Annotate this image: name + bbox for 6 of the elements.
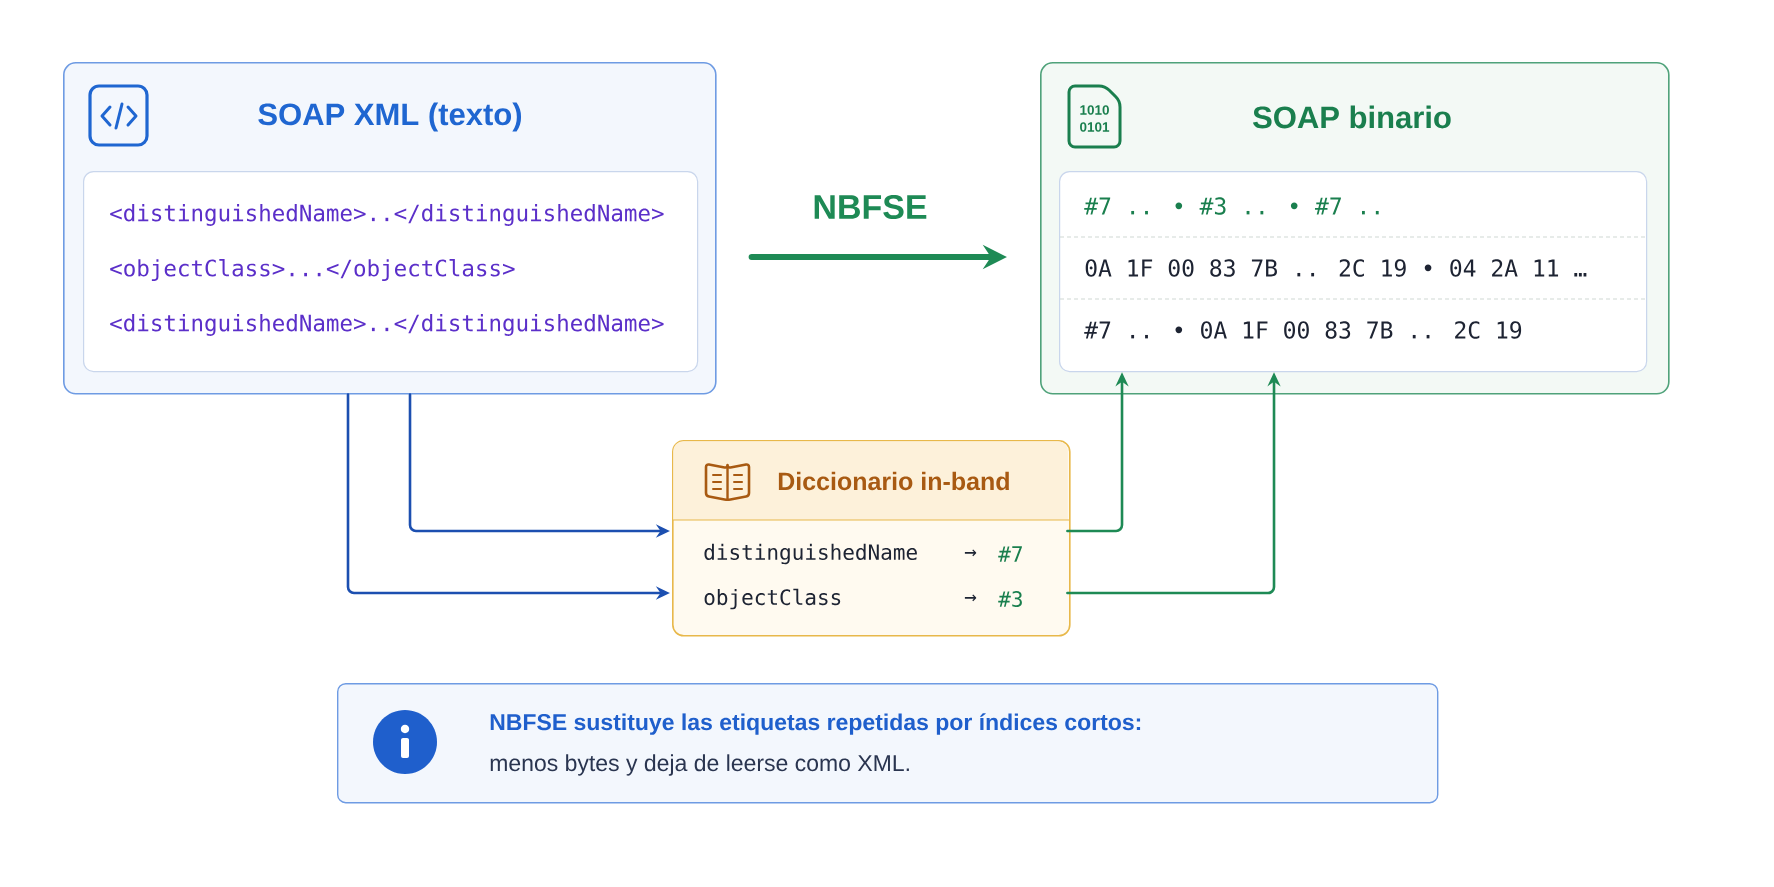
dictionary-row: distinguishedName → #7: [704, 543, 1022, 565]
code-panel: <distinguishedName>..</distinguishedName> <objectClass>...</objectClass> <distinguishedName>..</distinguishedName>: [83, 171, 699, 373]
binary-panel: #7 .. • #3 .. • #7 .. 0A 1F 00 83 7B .. 2C 19 • 04 2A 11 … #7 .. • 0A 1F 00 83 7B .. 2C 19: [1059, 171, 1648, 373]
note-box: NBFSE sustituye las etiquetas repetidas por índices cortos: menos bytes y deja de leerse como XML.: [337, 683, 1439, 804]
edge-label: NBFSE: [814, 194, 927, 220]
dictionary-row: objectClass → #3: [704, 588, 1022, 610]
